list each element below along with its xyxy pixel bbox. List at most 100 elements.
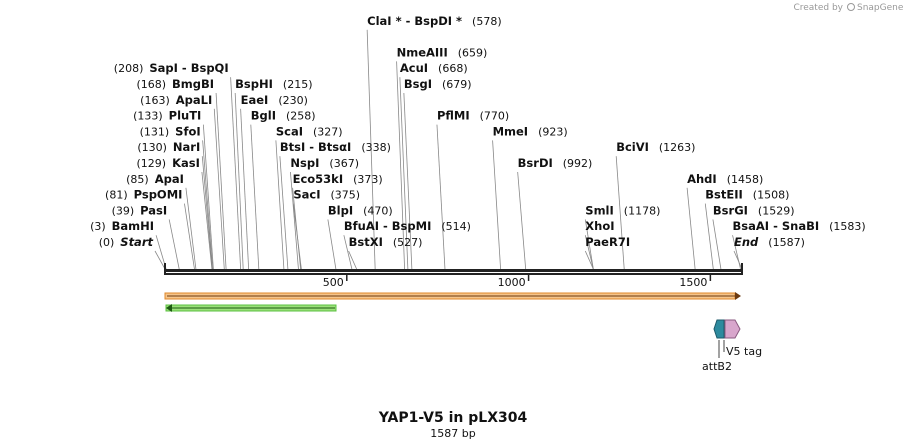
site-position: (1263) <box>659 141 696 154</box>
site-name[interactable]: PaeR7I <box>585 235 630 249</box>
v5-tag-feature[interactable]: V5 tag <box>723 319 762 358</box>
site-name[interactable]: ApaI <box>155 172 184 186</box>
site-connector <box>712 219 722 270</box>
site-name[interactable]: MmeI <box>493 124 529 138</box>
site-name[interactable]: EaeI <box>241 93 269 107</box>
site-lines <box>154 29 743 270</box>
ruler-tick-label: 1000 <box>498 276 526 289</box>
site-name[interactable]: NarI <box>173 140 200 154</box>
site-name[interactable]: BstXI <box>349 235 383 249</box>
site-position: (578) <box>472 15 502 28</box>
site-connector <box>213 108 225 270</box>
site-position: (770) <box>480 110 510 123</box>
site-name[interactable]: NmeAIII <box>397 45 448 59</box>
site-connector <box>403 92 413 270</box>
site-name[interactable]: PluTI <box>169 109 202 123</box>
site-position: (1583) <box>829 220 866 233</box>
site-name[interactable]: SmlI <box>585 203 614 217</box>
site-connector <box>436 124 446 270</box>
site-position: (133) <box>133 110 163 123</box>
site-connector <box>343 235 353 270</box>
site-connector <box>250 124 260 270</box>
site-position: (215) <box>283 78 313 91</box>
site-position: (514) <box>441 220 471 233</box>
site-position: (81) <box>105 189 128 202</box>
site-name[interactable]: Eco53kI <box>293 172 344 186</box>
site-connector <box>348 250 357 270</box>
site-name[interactable]: SacI <box>293 188 320 202</box>
credit-text: Created by <box>793 3 843 13</box>
site-connector <box>686 187 696 270</box>
orf-feature[interactable] <box>164 292 741 300</box>
site-name[interactable]: BamHI <box>112 219 154 233</box>
site-connector <box>279 156 289 270</box>
site-position: (338) <box>361 141 391 154</box>
site-position: (0) <box>99 236 115 249</box>
site-name[interactable]: KasI <box>172 156 200 170</box>
site-position: (327) <box>313 125 343 138</box>
site-name[interactable]: BstEII <box>705 188 743 202</box>
site-position: (130) <box>137 141 167 154</box>
site-name[interactable]: SapI - BspQI <box>149 61 228 75</box>
site-name[interactable]: BsaAI - SnaBI <box>733 219 820 233</box>
site-name[interactable]: AhdI <box>687 172 717 186</box>
site-position: (1529) <box>758 204 795 217</box>
site-position: (470) <box>363 204 393 217</box>
site-name[interactable]: BlpI <box>328 203 353 217</box>
sequence-backbone-bottom <box>165 273 742 275</box>
site-labels: Start(0)BamHI(3)PasI(39)PspOMI(81)ApaI(8… <box>90 14 866 249</box>
site-connector <box>292 187 302 270</box>
site-connector <box>230 77 242 270</box>
v5-tag-label: V5 tag <box>726 345 762 358</box>
attB2-icon <box>713 319 725 339</box>
site-name[interactable]: ClaI * - BspDI * <box>367 14 462 28</box>
site-name[interactable]: BsrGI <box>713 203 748 217</box>
attB2-label: attB2 <box>702 360 732 373</box>
site-position: (258) <box>286 110 316 123</box>
site-position: (373) <box>353 173 383 186</box>
site-name[interactable]: PasI <box>140 203 167 217</box>
site-name[interactable]: BfuAI - BspMI <box>344 219 431 233</box>
site-name[interactable]: PspOMI <box>134 188 183 202</box>
map-subtitle: 1587 bp <box>430 427 475 440</box>
site-name[interactable]: ScaI <box>276 124 303 138</box>
site-position: (1178) <box>624 204 661 217</box>
site-name[interactable]: BciVI <box>616 140 649 154</box>
site-name[interactable]: Start <box>120 235 153 249</box>
site-name[interactable]: BglI <box>251 109 276 123</box>
site-connector <box>584 250 594 270</box>
reverse-feature[interactable] <box>165 304 337 312</box>
site-position: (129) <box>137 157 167 170</box>
site-name[interactable]: End <box>734 235 759 249</box>
site-connector <box>396 61 405 270</box>
site-connector <box>517 171 527 270</box>
site-name[interactable]: PflMI <box>437 109 470 123</box>
site-connector <box>275 140 285 270</box>
site-position: (659) <box>458 46 488 59</box>
site-position: (367) <box>329 157 359 170</box>
site-name[interactable]: BspHI <box>235 77 273 91</box>
map-title: YAP1-V5 in pLX304 <box>378 410 528 426</box>
site-name[interactable]: BsrDI <box>518 156 553 170</box>
site-name[interactable]: BsgI <box>404 77 432 91</box>
site-position: (668) <box>438 62 468 75</box>
attB2-feature[interactable]: attB2 <box>702 319 732 373</box>
site-connector <box>201 171 213 270</box>
site-name[interactable]: XhoI <box>585 219 614 233</box>
site-name[interactable]: SfoI <box>175 124 200 138</box>
site-connector <box>168 219 180 270</box>
site-position: (168) <box>136 78 166 91</box>
site-name[interactable]: NspI <box>290 156 319 170</box>
site-position: (1508) <box>753 189 790 202</box>
site-position: (163) <box>140 94 170 107</box>
site-connector <box>704 203 714 270</box>
site-name[interactable]: ApaLI <box>176 93 213 107</box>
site-position: (375) <box>330 189 360 202</box>
site-name[interactable]: BmgBI <box>172 77 214 91</box>
site-connector <box>215 92 227 270</box>
site-name[interactable]: BtsI - BtsαI <box>280 140 351 154</box>
site-name[interactable]: AcuI <box>400 61 428 75</box>
site-position: (230) <box>278 94 308 107</box>
site-connector <box>201 156 213 270</box>
site-connector <box>366 29 376 270</box>
